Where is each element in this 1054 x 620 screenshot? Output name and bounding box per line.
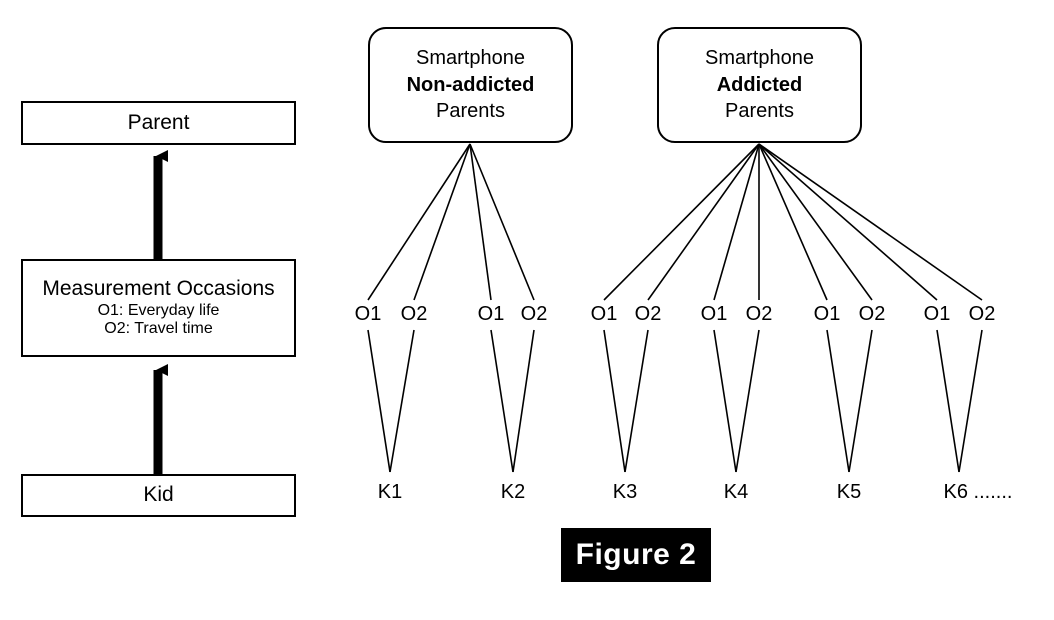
figure-caption: Figure 2 bbox=[561, 528, 711, 582]
fan-lines-non-addicted bbox=[367, 143, 535, 301]
kid-label-k1: K1 bbox=[377, 481, 403, 503]
legend-occasion-o1-description: O1: Everyday life bbox=[97, 301, 220, 319]
fan-lines-addicted bbox=[603, 143, 983, 301]
group-non-addicted-line1: Smartphone bbox=[416, 47, 525, 70]
occasion-label-ad-4: O2 bbox=[745, 303, 773, 325]
kid-label-k6: K6 ....... bbox=[943, 481, 1013, 503]
occasion-label-na-3: O1 bbox=[477, 303, 505, 325]
occasion-label-na-2: O2 bbox=[400, 303, 428, 325]
group-non-addicted-line3: Parents bbox=[436, 100, 505, 123]
legend-box-parent: Parent bbox=[21, 101, 296, 145]
v-links-occasions-to-kids bbox=[367, 329, 983, 473]
occasion-label-ad-1: O1 bbox=[590, 303, 618, 325]
legend-box-measurement-occasions-title: Measurement Occasions bbox=[42, 276, 275, 300]
group-addicted-line1: Smartphone bbox=[705, 47, 814, 70]
group-box-addicted: Smartphone Addicted Parents bbox=[657, 27, 862, 143]
group-non-addicted-line2: Non-addicted bbox=[406, 73, 535, 96]
occasion-label-ad-7: O1 bbox=[923, 303, 951, 325]
legend-box-measurement-occasions: Measurement Occasions O1: Everyday life … bbox=[21, 259, 296, 357]
occasion-label-ad-3: O1 bbox=[700, 303, 728, 325]
kid-label-k3: K3 bbox=[612, 481, 638, 503]
kid-label-k2: K2 bbox=[500, 481, 526, 503]
group-addicted-line3: Parents bbox=[725, 100, 794, 123]
occasion-label-ad-6: O2 bbox=[858, 303, 886, 325]
kid-label-k4: K4 bbox=[723, 481, 749, 503]
legend-occasion-o2-description: O2: Travel time bbox=[104, 320, 213, 338]
legend-box-kid: Kid bbox=[21, 474, 296, 517]
occasion-label-ad-5: O1 bbox=[813, 303, 841, 325]
occasion-label-na-1: O1 bbox=[354, 303, 382, 325]
legend-box-kid-title: Kid bbox=[143, 483, 174, 507]
occasion-label-ad-2: O2 bbox=[634, 303, 662, 325]
occasion-label-ad-8: O2 bbox=[968, 303, 996, 325]
group-addicted-line2: Addicted bbox=[716, 73, 803, 96]
kid-label-k5: K5 bbox=[836, 481, 862, 503]
legend-box-parent-title: Parent bbox=[127, 110, 190, 134]
group-box-non-addicted: Smartphone Non-addicted Parents bbox=[368, 27, 573, 143]
occasion-label-na-4: O2 bbox=[520, 303, 548, 325]
